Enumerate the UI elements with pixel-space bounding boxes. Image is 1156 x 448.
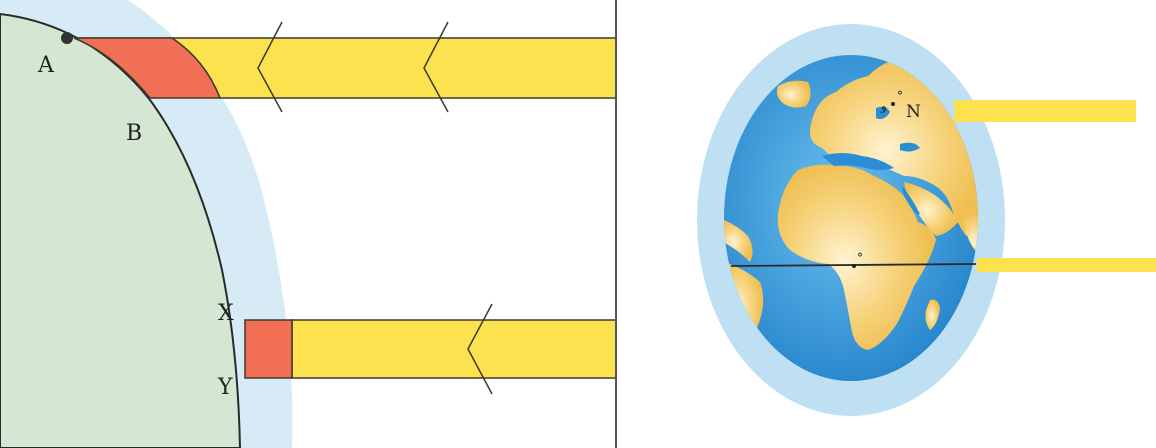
sun-ray-equatorial — [977, 258, 1156, 272]
point-a-marker — [61, 32, 73, 44]
absorbed-region-xy — [245, 320, 292, 378]
sun-ray-northern — [954, 100, 1136, 122]
ray-beam — [292, 320, 616, 378]
label-y: Y — [217, 375, 233, 400]
north-degree-symbol: ° — [897, 89, 903, 103]
label-b: B — [126, 121, 142, 146]
equator-point-marker — [852, 264, 856, 268]
label-x: X — [218, 301, 234, 326]
direct-sun-ray — [245, 304, 616, 394]
left-panel: A B X Y — [0, 0, 616, 448]
label-n: N — [906, 102, 921, 122]
right-panel: ° ﻭ N ° — [697, 24, 1156, 416]
arabic-mark: ﻭ — [880, 99, 887, 113]
label-a: A — [37, 53, 55, 78]
point-n-marker — [891, 102, 895, 106]
equator-degree-symbol: ° — [857, 251, 863, 265]
